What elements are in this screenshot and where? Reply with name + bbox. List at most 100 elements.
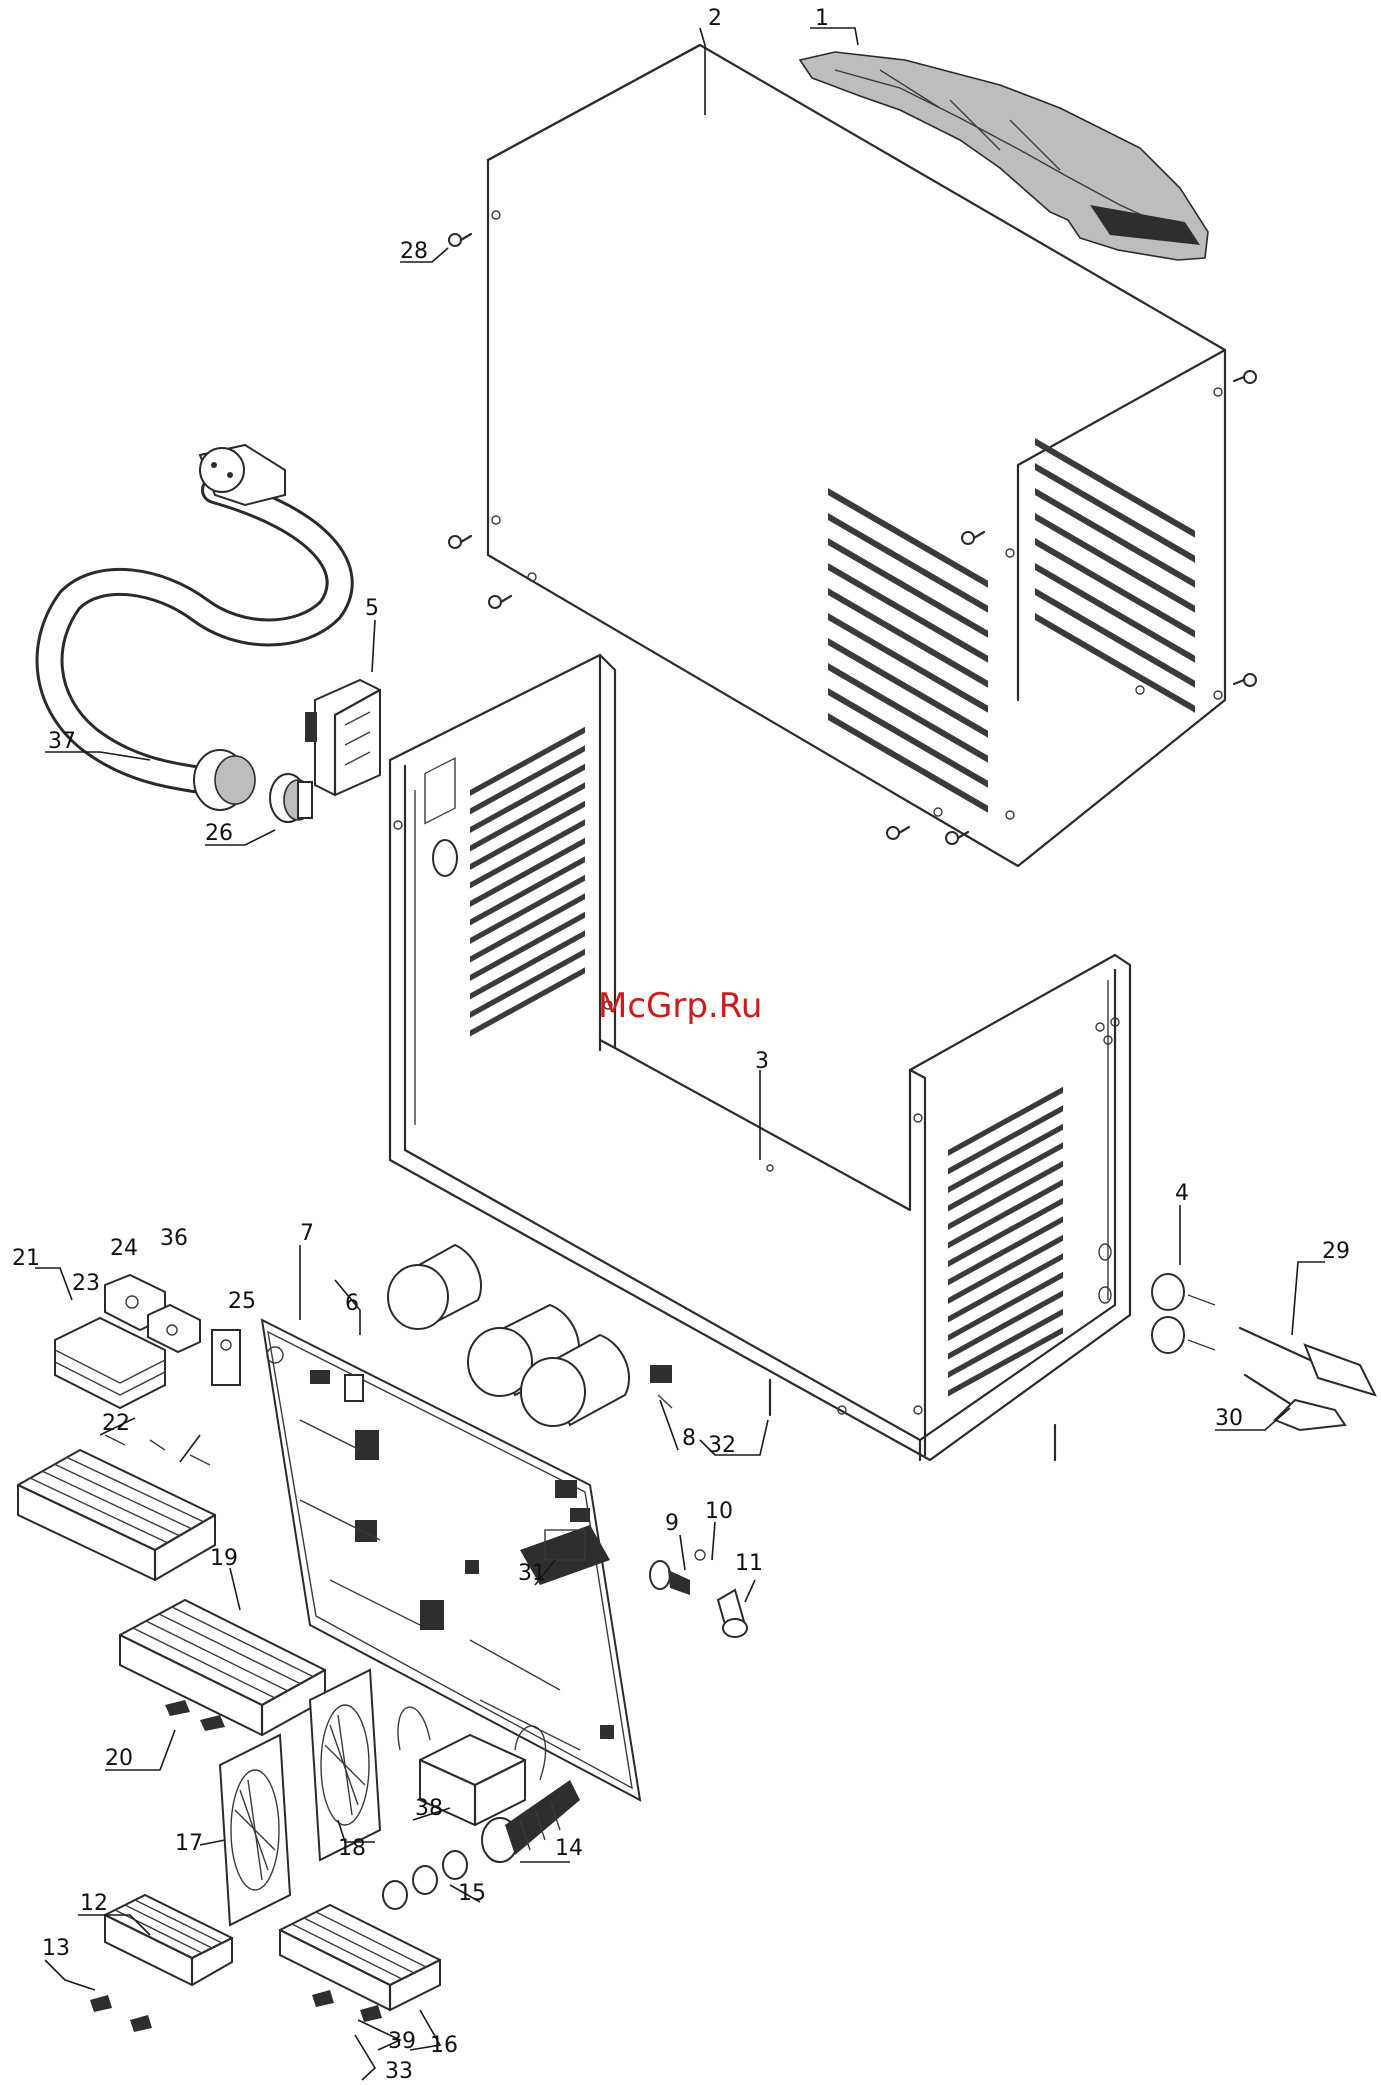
vent-slot (948, 1105, 1063, 1174)
callout-15: 15 (458, 1881, 486, 1906)
chassis-front-vents (470, 727, 585, 1037)
callout-8: 8 (682, 1426, 696, 1451)
vent-slot (948, 1124, 1063, 1193)
main-switch (305, 680, 380, 795)
callout-2: 2 (708, 6, 722, 31)
vent-slot (470, 819, 585, 888)
vent-slot (1035, 588, 1195, 688)
callout-13: 13 (42, 1936, 70, 1961)
callout-6: 6 (345, 1291, 359, 1316)
top-cover-vents-right (1035, 438, 1195, 713)
vent-slot (1035, 438, 1195, 538)
vent-slot (948, 1290, 1063, 1359)
vent-slot (1035, 488, 1195, 588)
callout-3: 3 (755, 1049, 769, 1074)
output-terminals (1152, 1274, 1215, 1353)
vent-slot (828, 588, 988, 688)
callout-38: 38 (415, 1796, 443, 1821)
vent-slot (1035, 563, 1195, 663)
cooling-fan-17 (220, 1735, 290, 1925)
callout-19: 19 (210, 1546, 238, 1571)
vent-slot (828, 688, 988, 788)
vent-slot (1035, 538, 1195, 638)
callout-10: 10 (705, 1499, 733, 1524)
callout-labels: 1 2 3 4 5 6 7 8 9 10 11 12 13 14 15 16 1… (12, 6, 1350, 2084)
resistors (383, 1851, 467, 1909)
callout-24: 24 (110, 1236, 138, 1261)
callout-33: 33 (385, 2059, 413, 2084)
vent-slot (828, 513, 988, 613)
callout-18: 18 (338, 1836, 366, 1861)
heatsink-12 (105, 1895, 232, 1985)
callout-22: 22 (102, 1411, 130, 1436)
callout-37: 37 (48, 729, 76, 754)
heatsink-16 (280, 1905, 440, 2010)
vent-slot (948, 1198, 1063, 1267)
callout-21: 21 (12, 1246, 40, 1271)
callout-20: 20 (105, 1746, 133, 1771)
vent-slot (828, 538, 988, 638)
callout-23: 23 (72, 1271, 100, 1296)
vent-slot (470, 745, 585, 814)
callout-5: 5 (365, 596, 379, 621)
vent-slot (948, 1179, 1063, 1248)
vent-slot (828, 563, 988, 663)
callout-16: 16 (430, 2033, 458, 2058)
heatsink-19 (120, 1600, 325, 1735)
callout-7: 7 (300, 1221, 314, 1246)
callout-1: 1 (815, 6, 829, 31)
vent-slot (948, 1253, 1063, 1322)
callout-29: 29 (1322, 1239, 1350, 1264)
earth-clamp (1245, 1375, 1345, 1430)
vent-slot (948, 1272, 1063, 1341)
callout-14: 14 (555, 1836, 583, 1861)
chassis-side-vents (948, 1087, 1063, 1397)
vent-slot (470, 856, 585, 925)
vent-slot (470, 912, 585, 981)
callout-36: 36 (160, 1226, 188, 1251)
vent-slot (948, 1142, 1063, 1211)
vent-slot (828, 638, 988, 738)
cable-gland (270, 774, 312, 822)
vent-slot (948, 1327, 1063, 1396)
vent-slot (948, 1235, 1063, 1304)
callout-4: 4 (1175, 1181, 1189, 1206)
power-cable (50, 445, 340, 810)
callout-9: 9 (665, 1511, 679, 1536)
callout-25: 25 (228, 1289, 256, 1314)
vent-slot (828, 663, 988, 763)
vent-slot (470, 930, 585, 999)
vent-slot (470, 967, 585, 1036)
vent-slot (948, 1161, 1063, 1230)
vent-slot (948, 1216, 1063, 1285)
callout-39: 39 (388, 2029, 416, 2054)
callout-28: 28 (400, 239, 428, 264)
heatsink-21 (18, 1450, 215, 1580)
callout-26: 26 (205, 821, 233, 846)
vent-slot (828, 713, 988, 813)
callout-31: 31 (518, 1561, 546, 1586)
callout-30: 30 (1215, 1406, 1243, 1431)
callout-12: 12 (80, 1891, 108, 1916)
watermark: McGrp.Ru (598, 986, 762, 1026)
vent-slot (828, 613, 988, 713)
cooling-fan-18 (310, 1670, 380, 1860)
vent-slot (470, 727, 585, 796)
vent-slot (1035, 463, 1195, 563)
vent-slot (1035, 513, 1195, 613)
carry-handle (800, 52, 1208, 260)
vent-slot (470, 782, 585, 851)
vent-slot (470, 801, 585, 870)
vent-slot (470, 838, 585, 907)
callout-17: 17 (175, 1831, 203, 1856)
vent-slot (470, 893, 585, 962)
vent-slot (470, 764, 585, 833)
callout-11: 11 (735, 1551, 763, 1576)
cover-screws (449, 234, 1256, 844)
vent-slot (948, 1087, 1063, 1156)
callout-32: 32 (708, 1433, 736, 1458)
vent-slot (470, 875, 585, 944)
vent-slot (470, 949, 585, 1018)
vent-slot (1035, 613, 1195, 713)
